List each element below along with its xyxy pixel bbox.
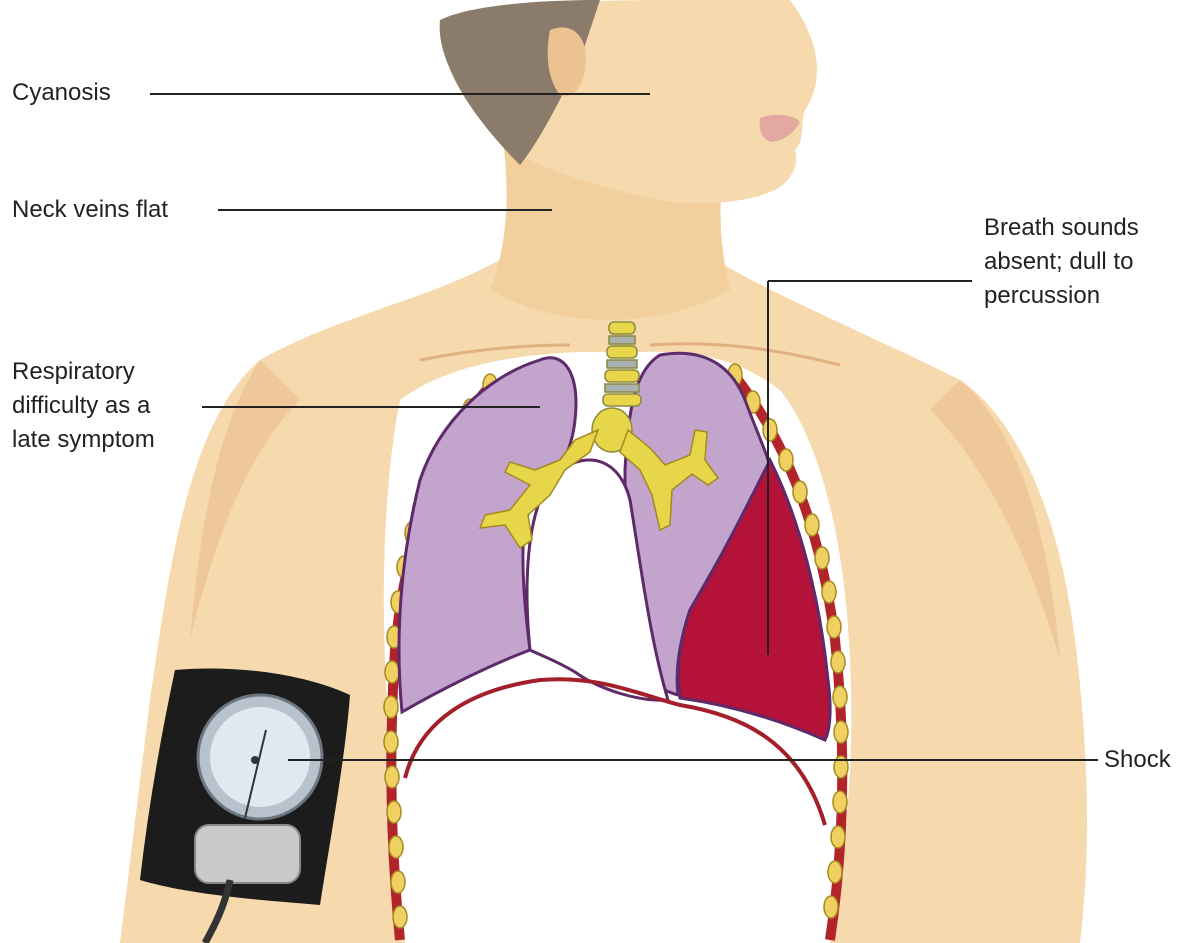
- label-shock: Shock: [1104, 743, 1183, 777]
- label-cyanosis: Cyanosis: [12, 76, 111, 110]
- label-respiratory-difficulty: Respiratory difficulty as a late symptom: [12, 355, 155, 457]
- bp-bulb-connector: [195, 825, 300, 883]
- label-breath-sounds-line-1: Breath sounds: [984, 211, 1139, 245]
- label-respiratory-line-1: Respiratory: [12, 355, 155, 389]
- label-neck-veins: Neck veins flat: [12, 193, 168, 227]
- label-shock-text: Shock: [1104, 743, 1183, 777]
- label-neck-veins-text: Neck veins flat: [12, 193, 168, 227]
- label-cyanosis-text: Cyanosis: [12, 76, 111, 110]
- label-breath-sounds: Breath sounds absent; dull to percussion: [984, 211, 1139, 313]
- bp-gauge-pivot: [251, 756, 259, 764]
- label-breath-sounds-line-2: absent; dull to: [984, 245, 1139, 279]
- label-respiratory-line-2: difficulty as a: [12, 389, 155, 423]
- label-respiratory-line-3: late symptom: [12, 423, 155, 457]
- label-breath-sounds-line-3: percussion: [984, 279, 1139, 313]
